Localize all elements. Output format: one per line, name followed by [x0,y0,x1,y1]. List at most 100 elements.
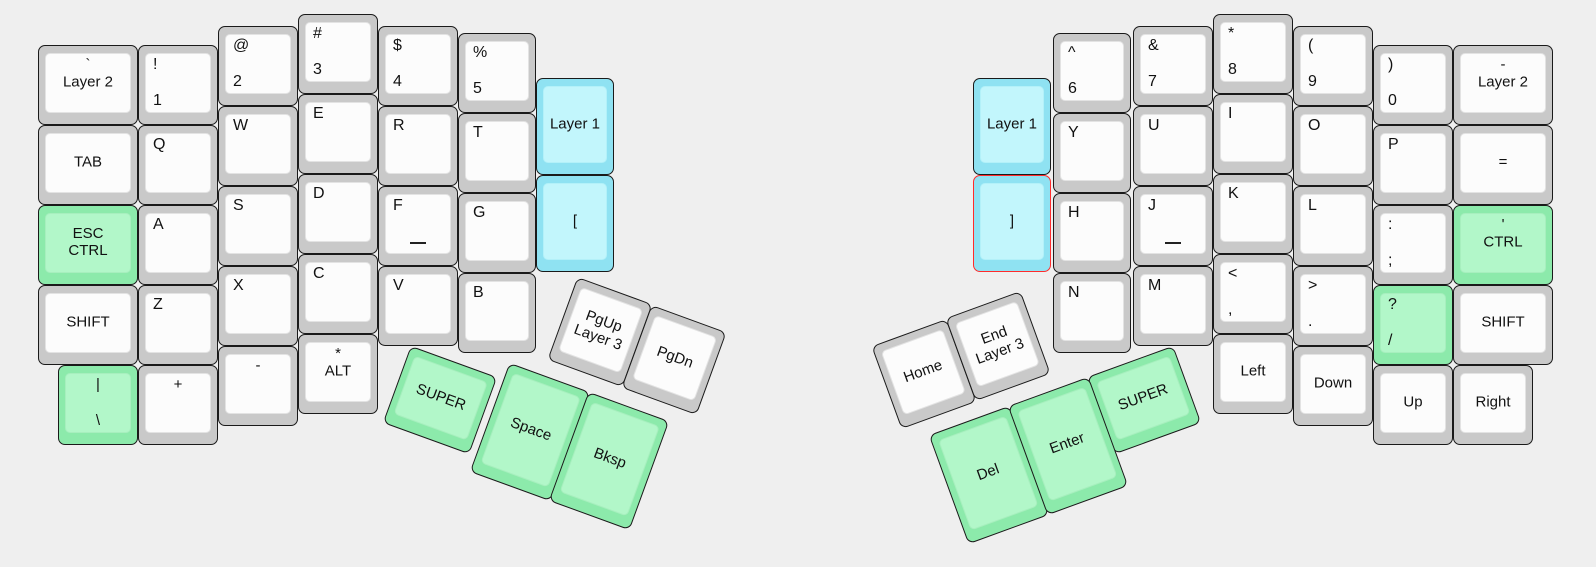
legend-top-left: U [1148,117,1160,134]
keycap: <, [1220,262,1286,322]
key-p[interactable]: P [1373,125,1453,205]
keycap: >. [1300,274,1366,334]
keycap: O [1300,114,1366,174]
key-e[interactable]: E [298,94,378,174]
keycap: P [1380,133,1446,193]
keycap: T [465,121,529,181]
key-equal[interactable]: = [1453,125,1553,205]
key-plus[interactable]: + [138,365,218,445]
key-up[interactable]: Up [1373,365,1453,445]
key-b[interactable]: B [458,273,536,353]
key-w[interactable]: W [218,106,298,186]
key-alt[interactable]: *ALT [298,334,378,414]
legend-center: SUPER [413,380,469,415]
legend-center: Bksp [591,444,629,472]
key-q[interactable]: Q [138,125,218,205]
key-t[interactable]: T [458,113,536,193]
key-f[interactable]: F [378,186,458,266]
key-0[interactable]: )0 [1373,45,1453,125]
legend-top-center: | [96,376,100,393]
key-1[interactable]: !1 [138,45,218,125]
key-5[interactable]: %5 [458,33,536,113]
key-minus-layer2[interactable]: -Layer 2 [1453,45,1553,125]
key-period[interactable]: >. [1293,266,1373,346]
keycap: E [305,102,371,162]
key-shift-right[interactable]: SHIFT [1453,285,1553,365]
legend-top-left: @ [233,37,250,54]
key-slash[interactable]: ?/ [1373,285,1453,365]
keycap: X [225,274,291,334]
key-s[interactable]: S [218,186,298,266]
key-u[interactable]: U [1133,106,1213,186]
key-tab[interactable]: TAB [38,125,138,205]
keycap: - [225,354,291,414]
key-bracket-left[interactable]: [ [536,175,614,272]
legend-top-left: > [1308,277,1318,294]
key-layer1-left[interactable]: Layer 1 [536,78,614,175]
key-3[interactable]: #3 [298,14,378,94]
key-l[interactable]: L [1293,186,1373,266]
key-8[interactable]: *8 [1213,14,1293,94]
key-comma[interactable]: <, [1213,254,1293,334]
keycap: H [1060,201,1124,261]
key-j[interactable]: J [1133,186,1213,266]
key-v[interactable]: V [378,266,458,346]
legend-top-left: B [473,284,484,301]
key-z[interactable]: Z [138,285,218,365]
keycap: V [385,274,451,334]
key-quote-ctrl[interactable]: 'CTRL [1453,205,1553,285]
legend-top-left: Z [153,296,163,313]
key-c[interactable]: C [298,254,378,334]
key-g[interactable]: G [458,193,536,273]
key-d[interactable]: D [298,174,378,254]
key-semicolon[interactable]: :; [1373,205,1453,285]
key-layer1-right[interactable]: Layer 1 [973,78,1051,175]
key-h[interactable]: H [1053,193,1131,273]
legend-top-left: * [1228,25,1235,42]
key-shift-left[interactable]: SHIFT [38,285,138,365]
key-4[interactable]: $4 [378,26,458,106]
keycap: I [1220,102,1286,162]
key-7[interactable]: &7 [1133,26,1213,106]
legend-center: ALT [324,362,352,380]
key-k[interactable]: K [1213,174,1293,254]
key-pipe-backslash[interactable]: |\ [58,365,138,445]
key-right[interactable]: Right [1453,365,1533,445]
key-i[interactable]: I [1213,94,1293,174]
key-esc-ctrl[interactable]: ESC CTRL [38,205,138,285]
key-6[interactable]: ^6 [1053,33,1131,113]
keycap: End Layer 3 [954,300,1040,388]
key-o[interactable]: O [1293,106,1373,186]
key-left[interactable]: Left [1213,334,1293,414]
key-2[interactable]: @2 [218,26,298,106]
key-bracket-right[interactable]: ] [973,175,1051,272]
key-m[interactable]: M [1133,266,1213,346]
legend-top-left: S [233,197,244,214]
key-n[interactable]: N [1053,273,1131,353]
key-grave-layer2[interactable]: `Layer 2 [38,45,138,125]
key-super-left[interactable]: SUPER [382,345,498,455]
legend-top-left: P [1388,136,1399,153]
legend-center: Right [1475,393,1511,411]
keycap: Y [1060,121,1124,181]
legend-center: Down [1313,374,1353,392]
key-a[interactable]: A [138,205,218,285]
legend-center: End Layer 3 [973,322,1027,368]
keycap: SUPER [393,355,488,441]
key-r[interactable]: R [378,106,458,186]
key-down[interactable]: Down [1293,346,1373,426]
key-9[interactable]: (9 [1293,26,1373,106]
legend-top-left: I [1228,105,1233,122]
key-y[interactable]: Y [1053,113,1131,193]
legend-bottom-left: . [1308,313,1313,330]
legend-top-left: W [233,117,249,134]
keycap: ?/ [1380,293,1446,353]
keycap: F [385,194,451,254]
legend-center: PgUp Layer 3 [571,306,625,354]
legend-top-left: O [1308,117,1321,134]
key-minus[interactable]: - [218,346,298,426]
keycap: Z [145,293,211,353]
key-x[interactable]: X [218,266,298,346]
keycap: S [225,194,291,254]
